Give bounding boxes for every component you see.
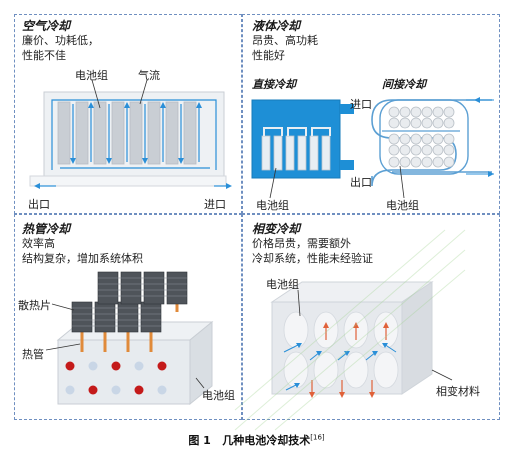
direct-outlet-pipe: [340, 160, 354, 170]
indirect-cells: [388, 106, 455, 168]
fins-label: 散热片: [18, 299, 51, 312]
direct-cooling-title: 直接冷却: [252, 78, 296, 91]
caption-reference: [16]: [310, 433, 325, 442]
pcm-battery-leader: [297, 289, 301, 317]
pcm-battery-label: 电池组: [266, 278, 299, 291]
air-flow-arrowheads: [34, 102, 232, 189]
liquid-cooling-desc-1: 昂贵、高功耗: [252, 34, 318, 47]
pcm-orange-arrowheads: [309, 322, 389, 398]
air-flow-arrows: [51, 99, 217, 170]
pcm-cooling-desc-2: 冷却系统，性能未经验证: [252, 252, 373, 265]
air-inlet-label: 进口: [204, 198, 226, 211]
air-cooling-desc-2: 性能不佳: [22, 49, 66, 62]
pipe-label: 热管: [22, 348, 44, 361]
pcm-blue-arrowheads: [294, 343, 388, 388]
caption-figure-number: 图 1: [188, 434, 211, 447]
liquid-cooling-desc-2: 性能好: [252, 49, 285, 62]
indirect-tube: [379, 99, 469, 175]
pcm-material-label: 相变材料: [436, 385, 480, 398]
pcm-orange-arrows: [311, 326, 387, 394]
air-housing-base: [29, 175, 227, 187]
fins-leader: [51, 303, 75, 311]
air-cooling-desc-1: 廉价、功耗低，: [22, 34, 99, 47]
watermark-graphic: [234, 229, 466, 431]
direct-inlet-pipe: [340, 104, 354, 114]
air-battery-label: 电池组: [75, 69, 108, 82]
air-battery-leader: [91, 79, 101, 109]
air-airflow-leader: [139, 79, 148, 105]
panel-liquid-cooling: [242, 14, 500, 214]
direct-inlet-label: 进口: [350, 98, 372, 111]
direct-cells: [261, 135, 331, 171]
heatpipe-cooling-desc-1: 效率高: [22, 237, 55, 250]
direct-battery-label: 电池组: [256, 199, 289, 212]
indirect-battery-leader: [399, 165, 405, 199]
pcm-cooling-desc-1: 价格昂贵，需要额外: [252, 237, 351, 250]
pipe-leader: [45, 343, 81, 351]
pcm-block-side: [401, 281, 433, 395]
air-cells: [57, 101, 197, 165]
pcm-material-leader: [431, 369, 453, 381]
indirect-out-arrow: [488, 171, 494, 177]
direct-outlet-label: 出口: [350, 176, 372, 189]
air-airflow-label: 气流: [138, 69, 160, 82]
heatpipe-battery-leader: [195, 377, 205, 389]
indirect-battery-label: 电池组: [386, 199, 419, 212]
direct-busbars: [263, 127, 331, 136]
heatpipe-block-side: [189, 320, 213, 406]
pcm-cooling-title: 相变冷却: [252, 222, 301, 236]
panel-air-cooling: [14, 14, 242, 214]
liquid-cooling-title: 液体冷却: [252, 19, 301, 33]
caption-text: 几种电池冷却技术: [222, 434, 311, 447]
figure-caption: 图 1 几种电池冷却技术[16]: [0, 432, 513, 448]
indirect-in-arrow: [474, 97, 480, 103]
air-cooling-title: 空气冷却: [22, 19, 71, 33]
heatpipe-cooling-title: 热管冷却: [22, 222, 71, 236]
heatpipe-cell-tops: [65, 361, 167, 395]
indirect-cooling-title: 间接冷却: [382, 78, 426, 91]
direct-battery-leader: [269, 167, 277, 199]
heatpipe-cooling-desc-2: 结构复杂，增加系统体积: [22, 252, 143, 265]
fin-lines: [72, 277, 187, 327]
panel-heatpipe-cooling: [14, 214, 242, 420]
panel-pcm-cooling: [242, 214, 500, 420]
air-outlet-label: 出口: [28, 198, 50, 211]
heatpipe-battery-label: 电池组: [202, 389, 235, 402]
